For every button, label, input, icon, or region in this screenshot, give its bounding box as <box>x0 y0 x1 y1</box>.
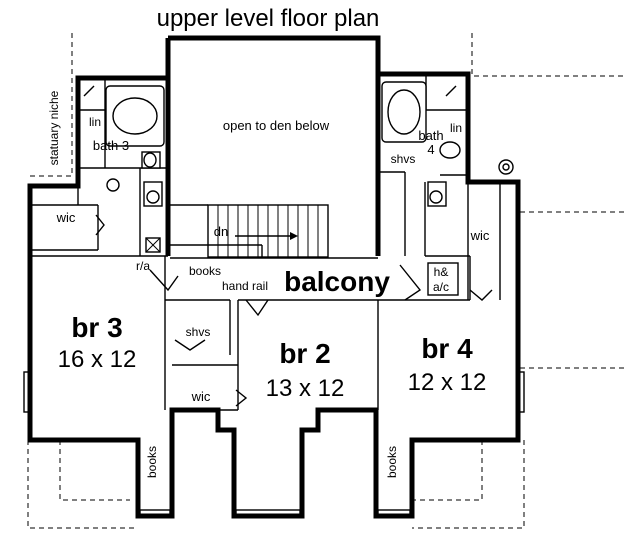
bath-fixtures <box>105 81 514 253</box>
label-wic-br3: wic <box>56 210 76 225</box>
label-books-landing: books <box>189 264 221 278</box>
label-bath3: bath 3 <box>93 138 129 153</box>
label-br3-size: 16 x 12 <box>58 346 137 373</box>
label-bath4-line1: bath <box>418 128 443 143</box>
label-lin-left: lin <box>89 115 101 129</box>
staircase <box>168 204 378 259</box>
plan-title: upper level floor plan <box>157 5 380 32</box>
label-br2-size: 13 x 12 <box>266 375 345 402</box>
label-hac-line2: a/c <box>433 280 449 294</box>
exterior-walls <box>27 35 521 519</box>
label-br2-name: br 2 <box>279 338 330 369</box>
windows <box>23 371 525 517</box>
label-bath4-line2: 4 <box>427 142 434 157</box>
label-br4-name: br 4 <box>421 333 473 364</box>
label-open-to-den: open to den below <box>223 118 330 133</box>
label-br3-name: br 3 <box>71 312 122 343</box>
label-wic-br2: wic <box>191 389 211 404</box>
label-hand-rail: hand rail <box>222 279 268 293</box>
label-books-br3: books <box>145 446 159 478</box>
doors <box>83 85 493 407</box>
label-wic-br4: wic <box>470 228 490 243</box>
label-books-br4: books <box>385 446 399 478</box>
label-hac-line1: h& <box>434 265 449 279</box>
label-br4-size: 12 x 12 <box>408 369 487 396</box>
label-shvs-bath4: shvs <box>391 152 416 166</box>
label-lin-right: lin <box>450 121 462 135</box>
label-statuary-niche: statuary niche <box>47 90 61 165</box>
label-shvs-hall: shvs <box>186 325 211 339</box>
label-ra: r/a <box>136 259 150 273</box>
label-dn: dn <box>214 224 228 239</box>
label-balcony: balcony <box>284 266 390 297</box>
roof-outline <box>27 33 625 529</box>
